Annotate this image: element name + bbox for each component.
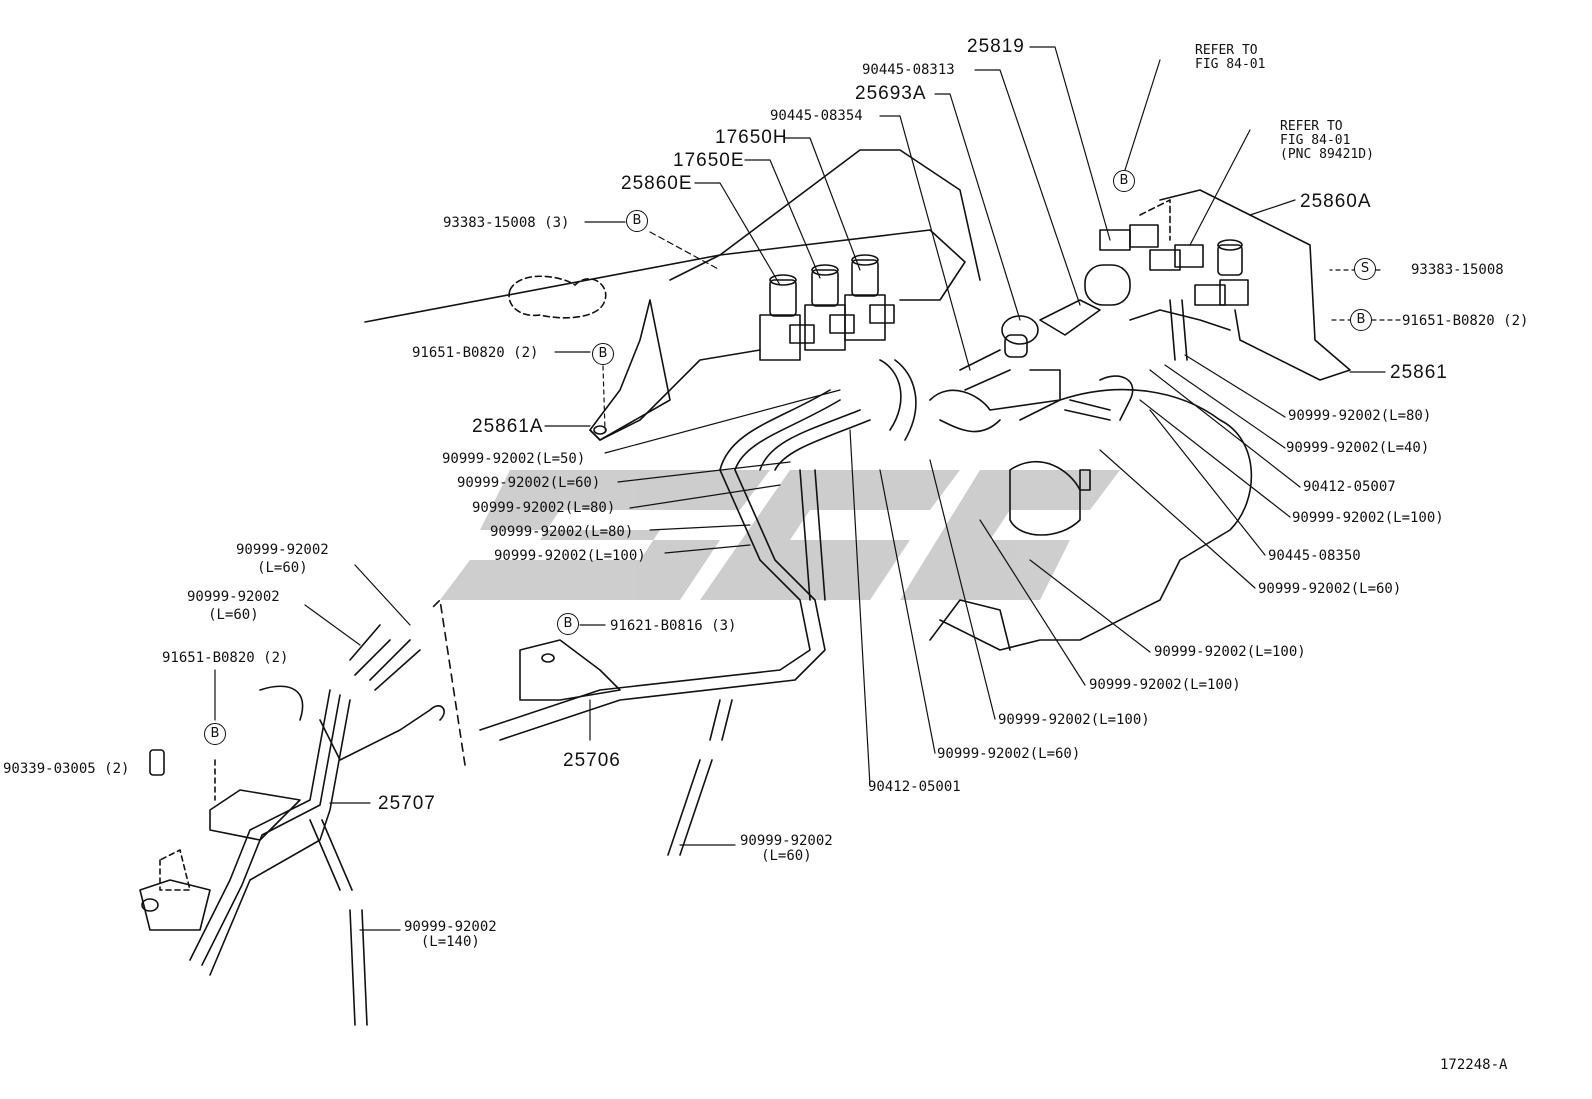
refer-note-2: REFER TO FIG 84-01 (PNC 89421D) <box>1280 119 1374 162</box>
part-label-17650E: 17650E <box>673 150 745 171</box>
part-label-17650H: 17650H <box>715 127 788 148</box>
leader-lines <box>214 46 1401 931</box>
hose-label-r80: 90999-92002(L=80) <box>1288 408 1432 424</box>
part-label-91651-b0820-left: 91651-B0820 (2) <box>412 345 539 361</box>
part-label-25693A: 25693A <box>855 83 927 104</box>
part-label-25861A: 25861A <box>472 416 544 437</box>
hose-label-l80-a: 90999-92002(L=80) <box>472 500 616 516</box>
part-label-90412-05007: 90412-05007 <box>1303 479 1396 495</box>
part-label-90445-08313: 90445-08313 <box>862 62 955 78</box>
part-label-25860E: 25860E <box>621 173 693 194</box>
bolt-marker: B <box>1113 170 1135 192</box>
part-label-91621-b0816: 91621-B0816 (3) <box>610 618 737 634</box>
hose-label-l60: 90999-92002(L=60) <box>457 475 601 491</box>
hose-label-bottom-l60: 90999-92002 (L=60) <box>740 833 833 864</box>
part-label-25706: 25706 <box>563 750 621 771</box>
hose-label-r60: 90999-92002(L=60) <box>1258 581 1402 597</box>
diagram-id: 172248-A <box>1440 1057 1508 1073</box>
watermark-logo <box>440 470 1120 600</box>
hose-label-r100-a: 90999-92002(L=100) <box>1292 510 1444 526</box>
hose-label-r40: 90999-92002(L=40) <box>1286 440 1430 456</box>
hose-label-r100-b: 90999-92002(L=100) <box>1154 644 1306 660</box>
part-label-25860A: 25860A <box>1300 191 1372 212</box>
part-label-25819: 25819 <box>967 36 1025 57</box>
hose-label-left-l60-a: 90999-92002 (L=60) <box>236 542 329 576</box>
bolt-marker: B <box>626 210 648 232</box>
pipe-assembly-25707 <box>139 599 466 1026</box>
part-label-91651-b0820-lower: 91651-B0820 (2) <box>162 650 289 666</box>
hose-label-r100-c: 90999-92002(L=100) <box>1089 677 1241 693</box>
hose-label-r60-b: 90999-92002(L=60) <box>937 746 1081 762</box>
vsv-bracket-left <box>364 149 981 441</box>
vsv-bracket-right <box>1084 189 1351 381</box>
part-label-93383-15008: 93383-15008 (3) <box>443 215 570 231</box>
hose-label-r100-d: 90999-92002(L=100) <box>998 712 1150 728</box>
part-label-25707: 25707 <box>378 793 436 814</box>
hose-label-left-l60-b: 90999-92002 (L=60) <box>187 589 280 623</box>
part-label-90445-08354: 90445-08354 <box>770 108 863 124</box>
bolt-marker: B <box>204 723 226 745</box>
part-label-90339-03005: 90339-03005 (2) <box>3 761 130 777</box>
part-label-25861: 25861 <box>1390 362 1448 383</box>
screw-marker: S <box>1354 258 1376 280</box>
hose-bundle <box>479 299 1231 856</box>
bolt-marker: B <box>592 343 614 365</box>
hose-label-l80-b: 90999-92002(L=80) <box>490 524 634 540</box>
part-label-93383-15008-right: 93383-15008 <box>1411 262 1504 278</box>
bracket-25706 <box>519 639 621 701</box>
part-label-91651-b0820-right: 91651-B0820 (2) <box>1402 313 1529 329</box>
vsv-valve-group-left <box>759 254 895 361</box>
hose-label-l140: 90999-92002 (L=140) <box>404 919 497 950</box>
part-label-90445-08350: 90445-08350 <box>1268 548 1361 564</box>
hose-label-l50: 90999-92002(L=50) <box>442 451 586 467</box>
bolt-marker: B <box>1350 309 1372 331</box>
bolt-marker: B <box>557 613 579 635</box>
hose-label-l100: 90999-92002(L=100) <box>494 548 646 564</box>
part-label-90412-05001: 90412-05001 <box>868 779 961 795</box>
refer-note-1: REFER TO FIG 84-01 <box>1195 43 1266 72</box>
